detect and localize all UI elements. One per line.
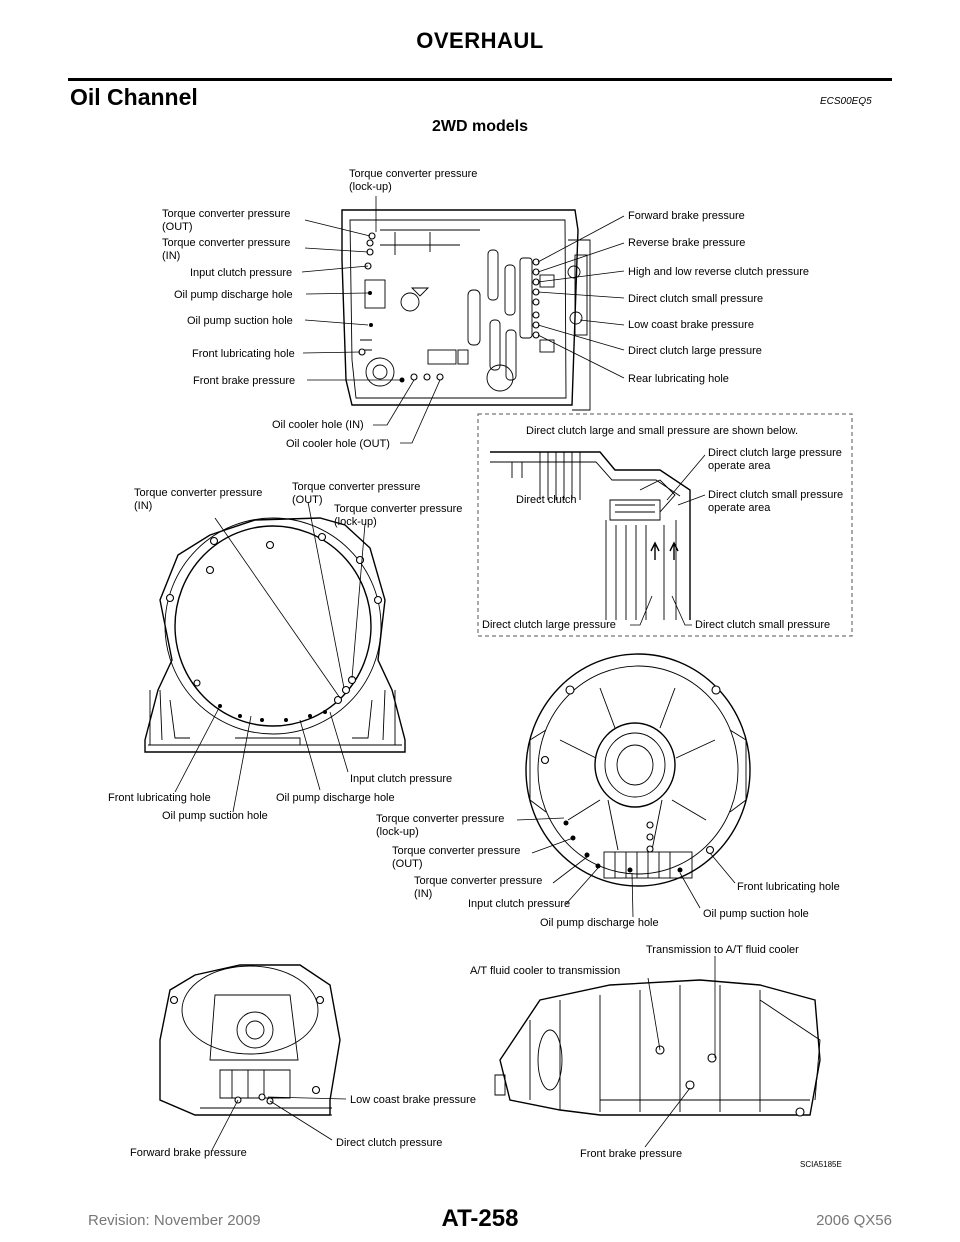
label-c-direct-clutch: Direct clutch pressure: [336, 1137, 442, 1149]
label-tc-in: Torque converter pressure: [162, 237, 290, 249]
section-code: ECS00EQ5: [820, 96, 872, 107]
label-p-tc-out-2: (OUT): [392, 858, 423, 870]
figure-top: Torque converter pressure (OUT) Torque c…: [162, 168, 809, 450]
label-tc-out: Torque converter pressure: [162, 208, 290, 220]
figure-housing: Torque converter pressure (IN) Torque co…: [108, 481, 462, 822]
label-oil-pump-suction: Oil pump suction hole: [187, 315, 293, 327]
label-tc-lockup: Torque converter pressure: [349, 168, 477, 180]
converter-housing-drawing: [144, 517, 406, 753]
figure-case: Low coast brake pressure Direct clutch p…: [130, 964, 476, 1159]
label-rear-lubricating: Rear lubricating hole: [628, 373, 729, 385]
label-low-coast: Low coast brake pressure: [628, 319, 754, 331]
label-p-tc-in: Torque converter pressure: [414, 875, 542, 887]
oil-pump-drawing: [525, 653, 751, 887]
label-p-front-lub: Front lubricating hole: [737, 881, 840, 893]
label-h-tc-in: Torque converter pressure: [134, 487, 262, 499]
label-h-tc-lockup: Torque converter pressure: [334, 503, 462, 515]
label-p-tc-lockup-2: (lock-up): [376, 826, 419, 838]
label-h-front-lub: Front lubricating hole: [108, 792, 211, 804]
label-h-pump-suction: Oil pump suction hole: [162, 810, 268, 822]
section-title: Oil Channel: [70, 84, 198, 110]
label-dc-large-area-2: operate area: [708, 460, 771, 472]
label-c-low-coast: Low coast brake pressure: [350, 1094, 476, 1106]
label-direct-clutch: Direct clutch: [516, 494, 577, 506]
figure-pump: Torque converter pressure (lock-up) Torq…: [376, 653, 840, 929]
footer-page-number: AT-258: [441, 1205, 519, 1232]
label-h-tc-out-2: (OUT): [292, 494, 323, 506]
label-direct-small: Direct clutch small pressure: [628, 293, 763, 305]
label-p-tc-in-2: (IN): [414, 888, 432, 900]
label-input-clutch: Input clutch pressure: [190, 267, 292, 279]
label-dc-large-area: Direct clutch large pressure: [708, 447, 842, 459]
figure-code: SCIA5185E: [800, 1160, 842, 1169]
label-forward-brake: Forward brake pressure: [628, 210, 745, 222]
valve-body-drawing: [341, 209, 591, 411]
footer-revision: Revision: November 2009: [88, 1212, 261, 1229]
label-reverse-brake: Reverse brake pressure: [628, 237, 745, 249]
page-header: OVERHAUL: [416, 28, 544, 53]
label-front-lubricating: Front lubricating hole: [192, 348, 295, 360]
label-oil-pump-discharge: Oil pump discharge hole: [174, 289, 293, 301]
label-tc-out-2: (OUT): [162, 221, 193, 233]
label-p-tc-lockup: Torque converter pressure: [376, 813, 504, 825]
inset-frame: [477, 413, 853, 637]
label-p-tc-out: Torque converter pressure: [392, 845, 520, 857]
label-s-trans-to-cooler: Transmission to A/T fluid cooler: [646, 944, 799, 956]
label-cooler-in: Oil cooler hole (IN): [272, 419, 364, 431]
label-p-pump-discharge: Oil pump discharge hole: [540, 917, 659, 929]
label-cooler-out: Oil cooler hole (OUT): [286, 438, 390, 450]
label-dc-large-pressure: Direct clutch large pressure: [482, 619, 616, 631]
label-s-front-brake: Front brake pressure: [580, 1148, 682, 1160]
figure-side: Transmission to A/T fluid cooler A/T flu…: [470, 944, 821, 1160]
label-dc-small-area: Direct clutch small pressure: [708, 489, 843, 501]
label-h-input-clutch: Input clutch pressure: [350, 773, 452, 785]
label-tc-in-2: (IN): [162, 250, 180, 262]
label-s-cooler-to-trans: A/T fluid cooler to transmission: [470, 965, 620, 977]
transmission-side-drawing: [494, 979, 821, 1117]
label-high-low-reverse: High and low reverse clutch pressure: [628, 266, 809, 278]
label-c-forward-brake: Forward brake pressure: [130, 1147, 247, 1159]
label-front-brake: Front brake pressure: [193, 375, 295, 387]
label-p-pump-suction: Oil pump suction hole: [703, 908, 809, 920]
label-tc-lockup-2: (lock-up): [349, 181, 392, 193]
header-rule: [68, 78, 892, 81]
transmission-case-drawing: [159, 964, 341, 1116]
label-p-input-clutch: Input clutch pressure: [468, 898, 570, 910]
label-dc-small-area-2: operate area: [708, 502, 771, 514]
figure-inset: Direct clutch large and small pressure a…: [477, 413, 853, 637]
label-h-tc-out: Torque converter pressure: [292, 481, 420, 493]
label-dc-small-pressure: Direct clutch small pressure: [695, 619, 830, 631]
inset-caption: Direct clutch large and small pressure a…: [526, 425, 798, 437]
footer-model: 2006 QX56: [816, 1212, 892, 1229]
direct-clutch-drawing: [490, 451, 691, 620]
label-h-tc-lockup-2: (lock-up): [334, 516, 377, 528]
label-h-pump-discharge: Oil pump discharge hole: [276, 792, 395, 804]
label-h-tc-in-2: (IN): [134, 500, 152, 512]
subtitle: 2WD models: [431, 118, 528, 135]
label-direct-large: Direct clutch large pressure: [628, 345, 762, 357]
